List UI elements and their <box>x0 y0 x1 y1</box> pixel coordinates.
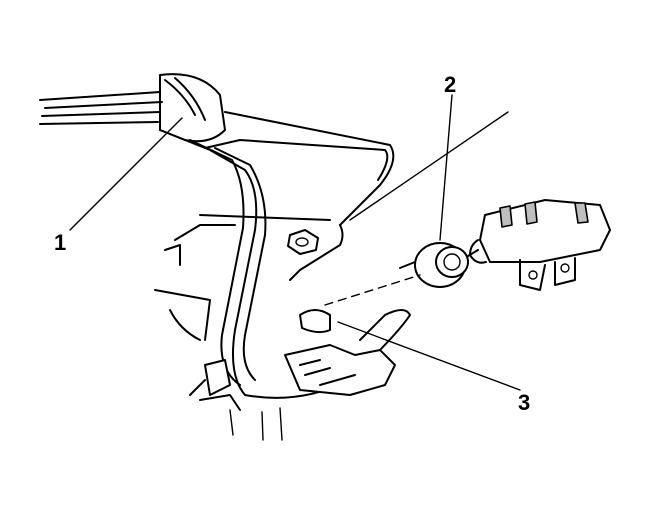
lock-actuator <box>469 199 611 291</box>
panel-edge-line <box>349 111 509 221</box>
leader-line-2 <box>439 94 453 241</box>
harness-clip <box>189 359 283 441</box>
callout-2: 2 <box>444 72 456 97</box>
grommet <box>399 242 479 288</box>
wiring-harness <box>39 73 411 399</box>
callout-1: 1 <box>54 230 66 255</box>
alignment-line <box>324 274 421 306</box>
door-panel-outline <box>154 111 395 341</box>
bolt-head <box>287 229 319 255</box>
callout-3: 3 <box>518 390 530 415</box>
leader-lines <box>69 94 521 391</box>
leader-line-1 <box>69 117 183 231</box>
latch-assembly <box>284 309 396 396</box>
leader-line-3 <box>337 321 521 391</box>
